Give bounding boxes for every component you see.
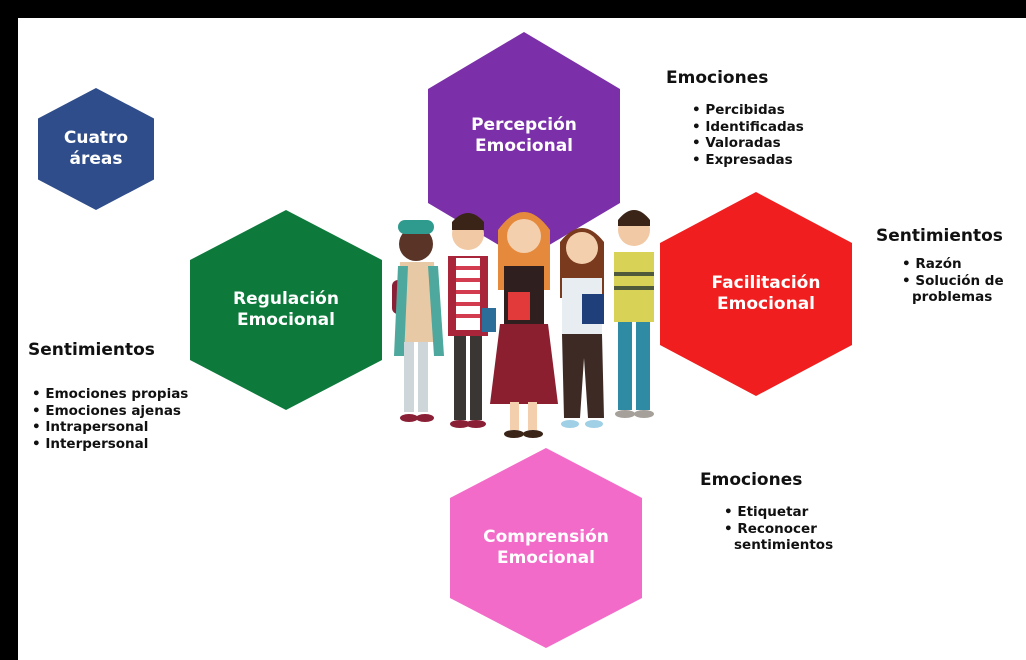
notes-item-text: Reconocer [737,520,817,537]
notes-heading: Emociones [700,470,803,490]
hex-label-line: Comprensión [483,526,609,547]
hex-label-line: Cuatro [63,127,129,148]
hex-label-line: Emocional [717,294,815,314]
student-figure [490,212,558,438]
comprension-notes: Emociones Etiquetar Reconocersentimiento… [700,470,833,554]
notes-item: Interpersonal [32,436,188,453]
notes-item: Razón [902,256,1004,273]
notes-item: Identificadas [692,119,803,136]
hex-label-line: Percepción [471,114,577,135]
group-of-students-illustration [392,210,654,438]
notes-item: Valoradas [692,135,804,152]
notes-item-text: Solución de [915,272,1004,289]
student-figure [614,210,654,418]
notes-item: Emociones propias [32,386,188,403]
hex-label-line: Emocional [236,310,335,330]
notes-heading: Sentimientos [28,340,155,360]
notes-item: Expresadas [692,152,804,169]
notes-item: Percibidas [692,102,804,119]
percepcion-notes: Emociones Percibidas Identificadas Valor… [666,68,804,168]
regulacion-notes: Sentimientos Emociones propias Emociones… [28,340,188,452]
hex-label-line: Facilitación [711,272,821,293]
student-figure [392,220,444,422]
hex-label-line: Emocional [475,136,573,156]
hex-label-line: Regulación [233,288,339,309]
notes-item: Emociones ajenas [32,403,188,420]
student-figure [448,213,496,428]
notes-item-continuation: sentimientos [734,537,834,553]
notes-heading: Emociones [666,68,769,88]
notes-heading: Sentimientos [876,226,1003,246]
student-figure [560,228,604,428]
notes-item: Intrapersonal [32,419,188,436]
notes-item-continuation: problemas [912,289,993,305]
hex-label-line: Emocional [496,548,595,568]
hex-label-line: áreas [69,149,123,169]
notes-item: Etiquetar [724,504,833,521]
